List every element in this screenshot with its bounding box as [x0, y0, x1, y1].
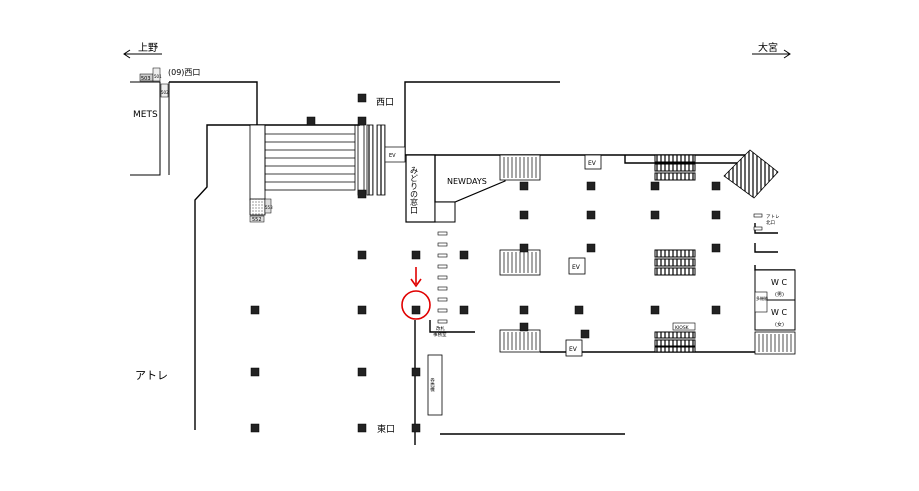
gate-lane — [437, 308, 448, 313]
elevator-center[interactable]: EV — [568, 257, 586, 275]
gate-lane — [437, 297, 448, 302]
newdays-shop[interactable]: NEWDAYS — [434, 155, 506, 223]
elevator-label: EV — [572, 264, 581, 271]
pillar — [519, 305, 529, 315]
pillar — [519, 322, 529, 332]
male-label: (男) — [775, 292, 784, 298]
office-label-1: 改札 — [436, 325, 445, 332]
pillar — [519, 243, 529, 253]
pillar — [586, 210, 596, 220]
direction-omiya-label: 大宮 — [758, 41, 778, 54]
west-exit-09-label: (09)西口 — [168, 68, 200, 77]
pillar — [519, 181, 529, 191]
gate-lane — [437, 319, 448, 324]
pillar — [411, 423, 421, 433]
ticket-gates — [437, 231, 448, 324]
pillar — [357, 305, 367, 315]
code-553-box — [264, 198, 272, 214]
east-exit-label: 東口 — [377, 423, 395, 435]
direction-ueno-label: 上野 — [138, 42, 158, 54]
pillar — [459, 305, 469, 315]
station-office: 改札 事務室 — [433, 325, 447, 338]
stairs — [499, 149, 796, 355]
elevator-south[interactable]: EV — [565, 339, 583, 357]
pillar — [250, 423, 260, 433]
gate-lane — [437, 286, 448, 291]
multi-purpose-toilet: 多機能 — [756, 295, 768, 301]
code-502-box — [160, 83, 169, 98]
code-553: 553 — [265, 205, 273, 210]
elevator-label: EV — [588, 160, 597, 167]
pillar — [250, 367, 260, 377]
kiosk-label: KIOSK — [675, 325, 690, 331]
kiosk-shop[interactable]: KIOSK — [672, 322, 696, 331]
pillar — [586, 181, 596, 191]
direction-omiya: 大宮 — [752, 41, 791, 59]
pillar — [357, 367, 367, 377]
midori-no-madoguchi[interactable]: みどりの窓口 — [405, 154, 436, 223]
pillar — [650, 181, 660, 191]
elevator-label: EV — [569, 346, 578, 353]
pillar — [411, 305, 421, 315]
midori-label: みどりの窓口 — [410, 166, 419, 214]
pillars — [250, 93, 721, 433]
code-502: 502 — [161, 90, 169, 95]
west-stairs — [249, 124, 386, 216]
gate-lane — [437, 275, 448, 280]
code-501: 501 — [154, 74, 162, 79]
wc-male-label: W C — [771, 278, 787, 287]
atre-label: アトレ — [135, 369, 168, 382]
female-label: (女) — [775, 321, 784, 328]
restroom-block[interactable]: 多機能 W C (男) W C (女) — [754, 269, 796, 331]
pillar — [650, 305, 660, 315]
pillar — [306, 116, 316, 126]
gate-lane — [437, 253, 448, 258]
direction-ueno: 上野 — [123, 42, 162, 59]
pillar — [586, 243, 596, 253]
atre-north-label-2: 北口 — [766, 219, 775, 226]
pillar — [357, 93, 367, 103]
code-501-box — [152, 67, 161, 82]
elevator-label: EV — [389, 153, 396, 159]
escalators — [654, 154, 696, 353]
mets-label: METS — [133, 110, 158, 120]
pillar — [519, 210, 529, 220]
pillar — [357, 423, 367, 433]
office-label-2: 事務室 — [433, 331, 447, 338]
pillar — [650, 210, 660, 220]
pillar — [574, 305, 584, 315]
pillar — [411, 367, 421, 377]
code-503: 503 — [141, 76, 151, 82]
code-552: 552 — [252, 217, 262, 223]
ticket-machine-label: 券売機 — [430, 377, 435, 393]
newdays-label: NEWDAYS — [447, 177, 487, 186]
west-exit-label: 西口 — [376, 97, 394, 108]
pillar — [711, 243, 721, 253]
pillar — [250, 305, 260, 315]
pillar — [711, 305, 721, 315]
pillar — [357, 250, 367, 260]
gate — [753, 226, 763, 231]
pillar — [711, 181, 721, 191]
elevator-north[interactable]: EV — [584, 154, 602, 170]
pillar — [711, 210, 721, 220]
gate-lane — [437, 242, 448, 247]
gate — [753, 213, 763, 218]
elevator-west[interactable]: EV — [384, 146, 406, 163]
ticket-machines[interactable]: 券売機 — [427, 354, 443, 416]
pillar — [580, 329, 590, 339]
pillar — [357, 116, 367, 126]
current-location-marker — [401, 267, 431, 320]
atre-north-label: アトレ — [766, 214, 780, 220]
gate-lane — [437, 264, 448, 269]
code-552-box — [249, 215, 265, 223]
pillar — [357, 189, 367, 199]
wc-female-label: W C — [771, 308, 787, 317]
gate-lane — [437, 231, 448, 236]
pillar — [411, 250, 421, 260]
pillar — [459, 250, 469, 260]
